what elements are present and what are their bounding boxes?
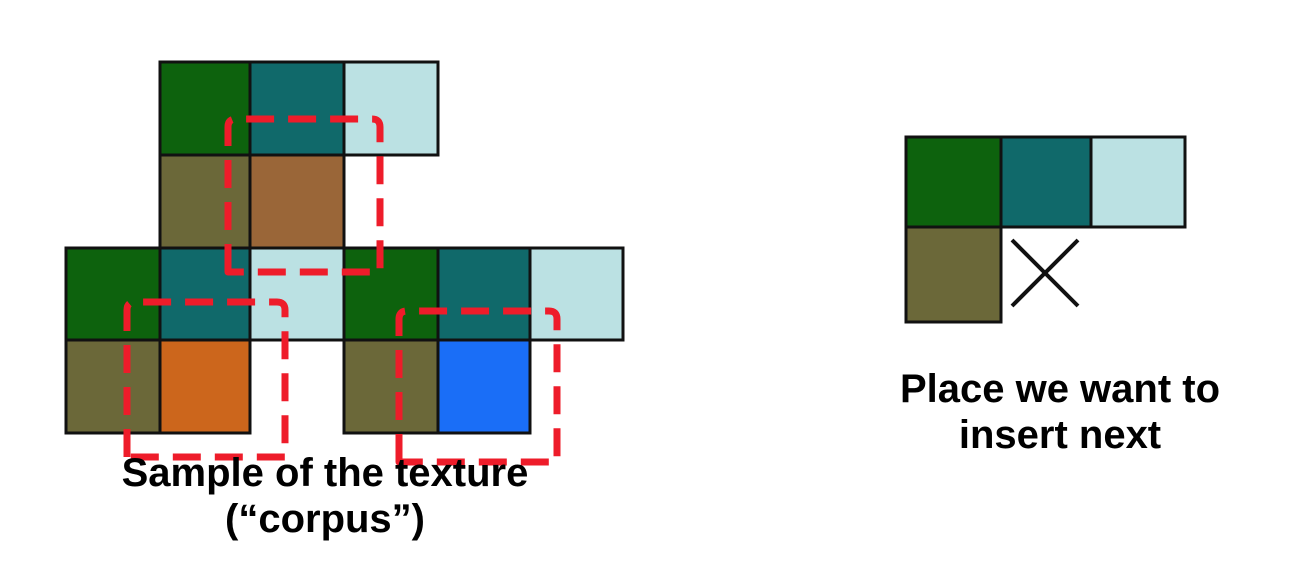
- corpus-cell: [436, 338, 532, 435]
- matching-neighborhood-outline: [224, 115, 384, 276]
- corpus-cell: [528, 246, 625, 342]
- corpus-caption: Sample of the texture (“corpus”): [40, 450, 610, 542]
- target-cell: [904, 225, 1003, 324]
- corpus-cell: [436, 246, 532, 342]
- corpus-cell: [248, 60, 346, 157]
- target-caption-line1: Place we want to: [899, 367, 1221, 411]
- target-caption-line2: insert next: [958, 413, 1162, 457]
- corpus-texture-sample: [64, 60, 625, 466]
- corpus-cell: [248, 153, 346, 250]
- corpus-cell: [64, 338, 162, 435]
- corpus-cell: [158, 60, 252, 157]
- corpus-cell: [342, 60, 440, 157]
- corpus-caption-line2: (“corpus”): [225, 497, 425, 541]
- corpus-cell: [248, 246, 346, 342]
- target-cell: [999, 135, 1093, 229]
- matching-neighborhood-outline: [395, 307, 561, 466]
- corpus-cell: [158, 153, 252, 250]
- cross-icon: [1010, 238, 1080, 308]
- target-cell: [904, 135, 1003, 229]
- corpus-cell: [158, 338, 252, 435]
- corpus-cell: [158, 246, 252, 342]
- corpus-caption-line1: Sample of the texture: [121, 451, 529, 495]
- target-cell: [1089, 135, 1187, 229]
- corpus-cell: [342, 246, 440, 342]
- matching-neighborhood-outline: [123, 298, 289, 461]
- corpus-cell: [342, 338, 440, 435]
- corpus-cell: [64, 246, 162, 342]
- target-neighborhood: [904, 135, 1187, 324]
- target-caption: Place we want to insert next: [840, 366, 1280, 458]
